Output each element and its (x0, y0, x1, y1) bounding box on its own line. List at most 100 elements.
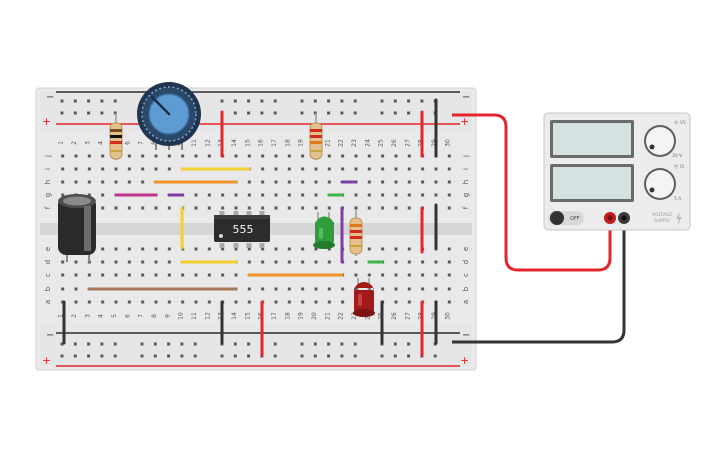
resistor-3[interactable] (349, 210, 363, 256)
rail-hole[interactable] (300, 354, 304, 358)
breadboard-hole[interactable] (394, 180, 398, 184)
rail-hole[interactable] (100, 111, 104, 115)
rail-hole[interactable] (87, 111, 91, 115)
rail-hole[interactable] (113, 342, 117, 346)
breadboard-hole[interactable] (167, 273, 171, 277)
breadboard-hole[interactable] (61, 180, 65, 184)
breadboard-hole[interactable] (101, 260, 105, 264)
rail-hole[interactable] (247, 111, 251, 115)
breadboard-hole[interactable] (61, 260, 65, 264)
breadboard-hole[interactable] (247, 247, 251, 251)
rail-hole[interactable] (60, 354, 64, 358)
breadboard-hole[interactable] (287, 167, 291, 171)
breadboard-hole[interactable] (221, 206, 225, 210)
resistor-2[interactable] (309, 113, 323, 160)
led-red[interactable] (353, 278, 375, 317)
breadboard-hole[interactable] (167, 154, 171, 158)
breadboard-hole[interactable] (61, 287, 65, 291)
breadboard-hole[interactable] (447, 273, 451, 277)
current-knob[interactable] (644, 168, 676, 200)
breadboard-hole[interactable] (101, 247, 105, 251)
rail-hole[interactable] (380, 354, 384, 358)
breadboard-hole[interactable] (381, 206, 385, 210)
breadboard-hole[interactable] (101, 206, 105, 210)
breadboard-hole[interactable] (221, 247, 225, 251)
breadboard-hole[interactable] (354, 260, 358, 264)
breadboard-hole[interactable] (261, 180, 265, 184)
rail-hole[interactable] (100, 99, 104, 103)
rail-hole[interactable] (153, 342, 157, 346)
led-green[interactable] (313, 212, 335, 249)
rail-hole[interactable] (167, 354, 171, 358)
breadboard-hole[interactable] (127, 300, 131, 304)
rail-hole[interactable] (393, 99, 397, 103)
breadboard-hole[interactable] (381, 167, 385, 171)
breadboard-hole[interactable] (301, 300, 305, 304)
breadboard-hole[interactable] (381, 180, 385, 184)
breadboard-hole[interactable] (87, 154, 91, 158)
breadboard-hole[interactable] (421, 260, 425, 264)
breadboard-hole[interactable] (301, 167, 305, 171)
breadboard-hole[interactable] (447, 193, 451, 197)
breadboard-hole[interactable] (141, 273, 145, 277)
breadboard-hole[interactable] (141, 300, 145, 304)
breadboard-hole[interactable] (447, 287, 451, 291)
breadboard-hole[interactable] (141, 180, 145, 184)
rail-hole[interactable] (340, 99, 344, 103)
breadboard-hole[interactable] (154, 300, 158, 304)
breadboard-hole[interactable] (314, 193, 318, 197)
breadboard-hole[interactable] (407, 167, 411, 171)
breadboard-hole[interactable] (114, 300, 118, 304)
breadboard-hole[interactable] (447, 167, 451, 171)
breadboard-hole[interactable] (407, 287, 411, 291)
breadboard-hole[interactable] (114, 273, 118, 277)
rail-hole[interactable] (193, 342, 197, 346)
rail-hole[interactable] (73, 99, 77, 103)
rail-hole[interactable] (327, 111, 331, 115)
breadboard-hole[interactable] (167, 206, 171, 210)
breadboard-hole[interactable] (314, 260, 318, 264)
breadboard-hole[interactable] (407, 273, 411, 277)
breadboard-hole[interactable] (367, 206, 371, 210)
rail-hole[interactable] (100, 342, 104, 346)
breadboard-hole[interactable] (447, 180, 451, 184)
breadboard-hole[interactable] (314, 247, 318, 251)
rail-hole[interactable] (327, 354, 331, 358)
rail-hole[interactable] (73, 111, 77, 115)
breadboard-hole[interactable] (114, 247, 118, 251)
breadboard-hole[interactable] (141, 247, 145, 251)
breadboard-hole[interactable] (261, 206, 265, 210)
breadboard-hole[interactable] (394, 260, 398, 264)
breadboard-hole[interactable] (194, 193, 198, 197)
breadboard-hole[interactable] (234, 154, 238, 158)
rail-hole[interactable] (340, 111, 344, 115)
breadboard-hole[interactable] (207, 193, 211, 197)
breadboard-hole[interactable] (207, 154, 211, 158)
rail-hole[interactable] (407, 342, 411, 346)
breadboard-hole[interactable] (287, 154, 291, 158)
breadboard-hole[interactable] (114, 260, 118, 264)
breadboard-hole[interactable] (407, 154, 411, 158)
board-wires[interactable] (62, 98, 438, 357)
breadboard-hole[interactable] (327, 206, 331, 210)
rail-hole[interactable] (353, 111, 357, 115)
breadboard-hole[interactable] (381, 287, 385, 291)
breadboard-hole[interactable] (87, 300, 91, 304)
voltage-knob[interactable] (644, 125, 676, 157)
breadboard-hole[interactable] (381, 193, 385, 197)
breadboard-hole[interactable] (247, 180, 251, 184)
breadboard-hole[interactable] (87, 273, 91, 277)
breadboard-hole[interactable] (274, 180, 278, 184)
breadboard-hole[interactable] (327, 247, 331, 251)
breadboard-hole[interactable] (301, 206, 305, 210)
breadboard-hole[interactable] (181, 300, 185, 304)
breadboard-hole[interactable] (194, 206, 198, 210)
breadboard-hole[interactable] (314, 287, 318, 291)
breadboard-hole[interactable] (314, 300, 318, 304)
rail-hole[interactable] (353, 99, 357, 103)
wire-red-to-supply[interactable] (452, 113, 612, 272)
breadboard-hole[interactable] (101, 167, 105, 171)
rail-hole[interactable] (260, 99, 264, 103)
breadboard-hole[interactable] (354, 206, 358, 210)
breadboard-hole[interactable] (354, 193, 358, 197)
